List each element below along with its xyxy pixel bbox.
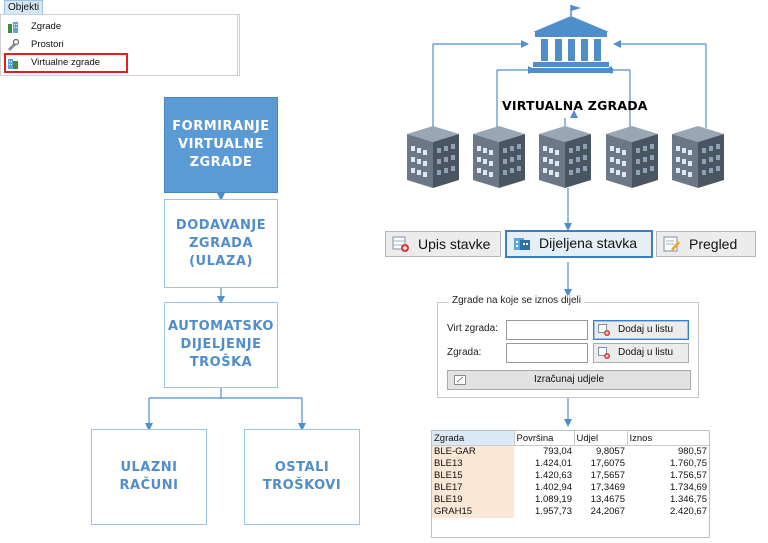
cell-iznos: 980,57	[677, 446, 707, 457]
button-label: Dodaj u listu	[618, 324, 674, 335]
table-row[interactable]: BLE13 1.424,01 17,6075 1.760,75	[432, 458, 709, 470]
building-icon	[672, 126, 724, 188]
column-header[interactable]: Udjel	[574, 431, 628, 446]
pregled-button[interactable]: Pregled	[656, 231, 756, 257]
virtual-building-label: VIRTUALNA ZGRADA	[502, 98, 648, 113]
flow-step-dijeljenje: AUTOMATSKO DIJELJENJE TROŠKA	[164, 302, 278, 388]
flow-branch-ulazni-racuni: ULAZNI RAČUNI	[91, 429, 207, 525]
dodaj-u-listu-virt-button[interactable]: Dodaj u listu	[593, 320, 689, 340]
results-table[interactable]: Zgrada Površina Udjel Iznos BLE-GAR 793,…	[431, 430, 710, 538]
flow-step-formiranje: FORMIRANJE VIRTUALNE ZGRADE	[164, 97, 278, 193]
cell-povrsina: 1.420,63	[535, 470, 572, 481]
zgrada-input[interactable]	[506, 343, 588, 363]
building-icon	[606, 126, 658, 188]
cell-povrsina: 1.402,94	[535, 482, 572, 493]
cell-udjel: 17,3469	[590, 482, 625, 493]
buildings-icon	[8, 22, 18, 33]
cell-zgrada: GRAH15	[432, 506, 514, 518]
group-title: Zgrade na koje se iznos dijeli	[449, 295, 584, 306]
add-row-icon	[598, 324, 610, 336]
cell-iznos: 1.760,75	[670, 458, 707, 469]
button-label: Pregled	[689, 236, 738, 252]
cell-udjel: 17,6075	[590, 458, 625, 469]
tools-icon	[8, 39, 19, 51]
split-icon	[514, 238, 530, 250]
cell-udjel: 24,2067	[590, 506, 625, 517]
flow-step-text: OSTALI TROŠKOVI	[262, 460, 342, 493]
button-label: Dodaj u listu	[618, 347, 674, 358]
virt-zgrada-input[interactable]	[506, 320, 588, 340]
button-label: Upis stavke	[418, 236, 491, 252]
column-header[interactable]: Iznos	[627, 431, 709, 446]
calculate-icon	[454, 375, 466, 385]
flow-step-dodavanje: DODAVANJE ZGRADA (ULAZA)	[164, 199, 278, 288]
izracunaj-udjele-button[interactable]: Izračunaj udjele	[447, 370, 691, 390]
menu-item-zgrade[interactable]: Zgrade	[5, 18, 231, 36]
table-header-row: Zgrada Površina Udjel Iznos	[432, 431, 709, 446]
cell-zgrada: BLE13	[432, 458, 514, 470]
dodaj-u-listu-zgrada-button[interactable]: Dodaj u listu	[593, 343, 689, 363]
table-row[interactable]: GRAH15 1.957,73 24,2067 2.420,67	[432, 506, 709, 518]
cell-iznos: 2.420,67	[670, 506, 707, 517]
button-label: Izračunaj udjele	[533, 374, 605, 385]
zgrada-label: Zgrada:	[447, 347, 482, 358]
cell-povrsina: 1.089,19	[535, 494, 572, 505]
cell-iznos: 1.756,57	[670, 470, 707, 481]
temple-icon	[529, 5, 613, 73]
edit-document-icon	[663, 236, 680, 252]
menu-separator	[237, 15, 238, 75]
cell-povrsina: 793,04	[542, 446, 572, 457]
menu-item-virtualne-zgrade[interactable]: Virtualne zgrade	[4, 53, 128, 73]
cell-zgrada: BLE-GAR	[432, 445, 514, 458]
menu-item-label: Prostori	[31, 39, 64, 50]
cell-udjel: 13,4675	[590, 494, 625, 505]
buildings-row	[407, 126, 724, 188]
virt-zgrada-label: Virt zgrada:	[447, 323, 498, 334]
menu-item-prostori[interactable]: Prostori	[5, 36, 231, 54]
flow-step-text: AUTOMATSKO DIJELJENJE TROŠKA	[168, 319, 274, 370]
table-row[interactable]: BLE17 1.402,94 17,3469 1.734,69	[432, 482, 709, 494]
flow-step-text: DODAVANJE ZGRADA (ULAZA)	[175, 217, 267, 269]
cell-iznos: 1.346,75	[670, 494, 707, 505]
cell-udjel: 17,5657	[590, 470, 625, 481]
table-row[interactable]: BLE15 1.420,63 17,5657 1.756,57	[432, 470, 709, 482]
cell-zgrada: BLE17	[432, 482, 514, 494]
dropdown-menu: Zgrade Prostori Virtualne zgrade	[0, 14, 240, 76]
cell-zgrada: BLE15	[432, 470, 514, 482]
virtual-buildings-icon	[8, 59, 18, 69]
flow-branch-ostali-troskovi: OSTALI TROŠKOVI	[244, 429, 360, 525]
cell-udjel: 9,8057	[595, 446, 625, 457]
upis-stavke-button[interactable]: Upis stavke	[385, 231, 501, 257]
menu-item-label: Virtualne zgrade	[31, 57, 101, 68]
flow-step-text: ULAZNI RAČUNI	[119, 460, 179, 493]
building-icon	[539, 126, 591, 188]
table-row[interactable]: BLE19 1.089,19 13,4675 1.346,75	[432, 494, 709, 506]
add-row-icon	[598, 347, 610, 359]
button-label: Dijeljena stavka	[539, 235, 638, 251]
flow-step-text: FORMIRANJE VIRTUALNE ZGRADE	[172, 119, 270, 170]
table-row[interactable]: BLE-GAR 793,04 9,8057 980,57	[432, 445, 709, 458]
cell-povrsina: 1.957,73	[535, 506, 572, 517]
building-icon	[407, 126, 459, 188]
cell-zgrada: BLE19	[432, 494, 514, 506]
dijeljena-stavka-button[interactable]: Dijeljena stavka	[505, 230, 653, 258]
cell-iznos: 1.734,69	[670, 482, 707, 493]
column-header[interactable]: Zgrada	[432, 431, 515, 446]
add-row-icon	[392, 236, 409, 252]
column-header[interactable]: Površina	[514, 431, 575, 446]
building-icon	[473, 126, 525, 188]
cell-povrsina: 1.424,01	[535, 458, 572, 469]
menu-item-label: Zgrade	[31, 21, 62, 32]
